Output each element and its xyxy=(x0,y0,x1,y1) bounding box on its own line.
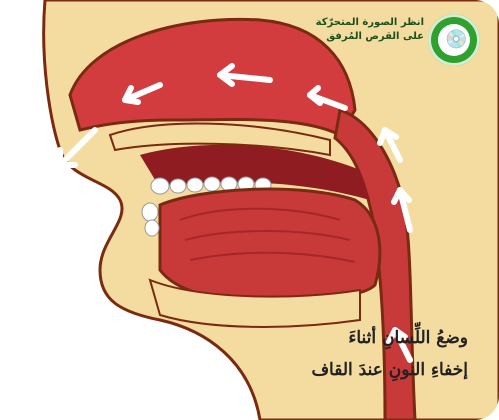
caption-line2: إخفاءِ النونِ عندَ القاف xyxy=(200,354,468,386)
header-note-line1: انظر الصورة المتحرّكة xyxy=(300,16,424,30)
disc-icon: 💿 xyxy=(445,31,467,49)
header-note-line2: على القرص المُرفق xyxy=(300,30,424,44)
tongue xyxy=(160,189,380,300)
disc-badge[interactable]: 💿 xyxy=(428,14,480,66)
header-note: انظر الصورة المتحرّكة على القرص المُرفق xyxy=(300,16,424,44)
caption: وضعُ اللِّسانِ أثناءَ إخفاءِ النونِ عندَ… xyxy=(200,322,468,386)
caption-line1: وضعُ اللِّسانِ أثناءَ xyxy=(200,322,468,354)
disc-badge-inner: 💿 xyxy=(438,24,470,56)
